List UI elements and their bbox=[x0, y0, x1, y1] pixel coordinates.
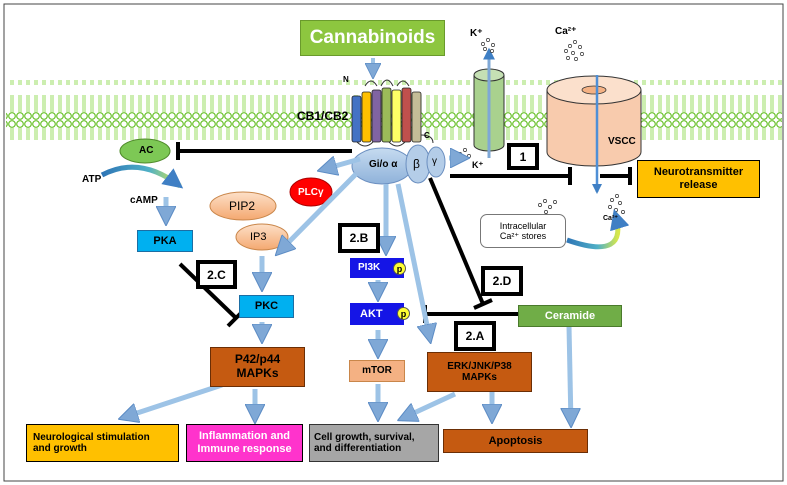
cell-growth-line2: and differentiation bbox=[314, 443, 402, 454]
p42-mapk-line1: P42/p44 bbox=[234, 352, 281, 367]
c-terminus-label: C bbox=[424, 131, 430, 140]
pathway-tag-2d: 2.D bbox=[481, 266, 523, 296]
neurotransmitter-release-box: Neurotransmitter release bbox=[637, 160, 760, 198]
inhibition-lines bbox=[176, 142, 632, 328]
g-gamma-subunit bbox=[426, 146, 446, 178]
plc-label: PLCγ bbox=[298, 187, 324, 198]
receptor-label: CB1/CB2 bbox=[297, 109, 349, 123]
erk-mapk-box: ERK/JNK/P38 MAPKs bbox=[427, 352, 532, 392]
inflammation-line2: Immune response bbox=[197, 443, 292, 455]
g-gamma-label: γ bbox=[432, 156, 437, 167]
apoptosis-outcome-box: Apoptosis bbox=[443, 429, 588, 453]
cell-growth-outcome-box: Cell growth, survival, and differentiati… bbox=[309, 424, 439, 462]
vscc-channel-icon bbox=[546, 75, 642, 194]
k-channel-icon bbox=[473, 47, 505, 158]
n-terminus-label: N bbox=[343, 75, 349, 84]
camp-label: cAMP bbox=[130, 195, 158, 206]
ceramide-box: Ceramide bbox=[518, 305, 622, 327]
ip3-label: IP3 bbox=[250, 231, 267, 243]
p42-mapk-line2: MAPKs bbox=[236, 366, 279, 380]
ca-stores-box: Intracellular Ca²⁺ stores bbox=[480, 214, 566, 248]
atp-label: ATP bbox=[82, 174, 102, 185]
calcium-label-top: Ca²⁺ bbox=[555, 26, 577, 37]
activation-arrows bbox=[122, 158, 571, 424]
neurological-outcome-box: Neurological stimulation and growth bbox=[26, 424, 179, 462]
pathway-tag-2c: 2.C bbox=[196, 260, 237, 289]
pi3k-phospho-badge: p bbox=[393, 262, 406, 275]
inflammation-outcome-box: Inflammation and Immune response bbox=[186, 424, 303, 462]
ion-dots-icon bbox=[458, 38, 625, 214]
potassium-label-top: K⁺ bbox=[470, 28, 483, 39]
ac-label: AC bbox=[139, 145, 154, 156]
pkc-box: PKC bbox=[239, 295, 294, 318]
pip2-label: PIP2 bbox=[229, 199, 256, 213]
neurological-line2: and growth bbox=[33, 443, 87, 454]
erk-mapk-line2: MAPKs bbox=[461, 372, 497, 383]
akt-box: AKT bbox=[350, 303, 404, 325]
pathway-tag-2b: 2.B bbox=[338, 223, 380, 253]
vscc-label: VSCC bbox=[608, 136, 636, 147]
inflammation-line1: Inflammation and bbox=[198, 430, 291, 443]
g-alpha-label: Gi/o α bbox=[369, 159, 398, 170]
cell-growth-line1: Cell growth, survival, bbox=[314, 431, 415, 443]
receptor-helix-icon bbox=[351, 79, 434, 147]
neurological-line1: Neurological stimulation bbox=[33, 431, 150, 443]
pi3k-box: PI3K bbox=[350, 258, 404, 278]
p42-mapk-box: P42/p44 MAPKs bbox=[210, 347, 305, 387]
pka-box: PKA bbox=[137, 230, 193, 252]
pathway-tag-2a: 2.A bbox=[454, 321, 496, 351]
pip2-node bbox=[209, 191, 277, 221]
diagram-frame bbox=[3, 3, 784, 482]
g-beta-label: β bbox=[413, 157, 420, 171]
erk-mapk-line1: ERK/JNK/P38 bbox=[447, 360, 512, 372]
ca-stores-line1: Intracellular bbox=[499, 220, 547, 231]
ac-enzyme bbox=[119, 138, 171, 164]
mtor-box: mTOR bbox=[349, 360, 405, 382]
potassium-label-bottom: K⁺ bbox=[472, 160, 484, 170]
ca-stores-line2: Ca²⁺ stores bbox=[499, 231, 547, 241]
akt-phospho-badge: p bbox=[397, 307, 410, 320]
calcium-label-bottom: Ca²⁺ bbox=[603, 215, 618, 222]
cannabinoids-title: Cannabinoids bbox=[300, 20, 445, 56]
plc-node bbox=[289, 177, 333, 207]
pathway-tag-1: 1 bbox=[507, 143, 539, 170]
neurotransmitter-line2: release bbox=[679, 179, 718, 191]
neurotransmitter-line1: Neurotransmitter bbox=[653, 166, 744, 179]
